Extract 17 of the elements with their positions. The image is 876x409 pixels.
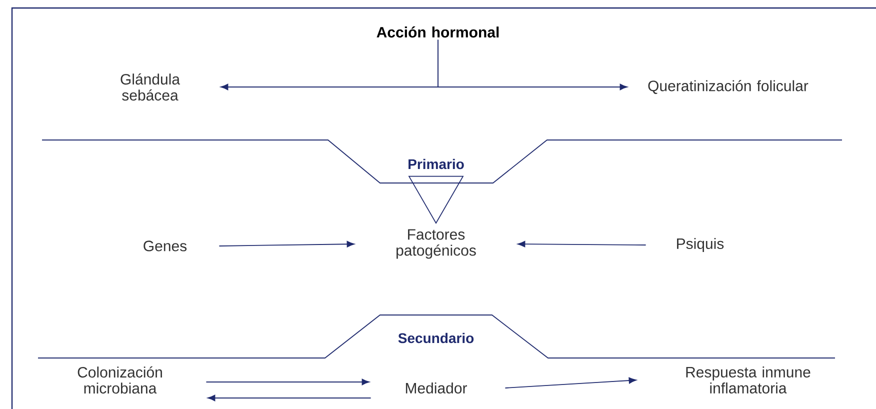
node-text: Respuesta inmune inflamatoria (686, 366, 810, 394)
arrow (208, 394, 372, 402)
node-text: Mediador (406, 382, 467, 394)
node-text: Glándula sebácea (120, 73, 180, 101)
node-text: Psiquis (677, 238, 724, 252)
arrow (218, 240, 354, 248)
arrow (438, 39, 628, 90)
arrow (504, 377, 636, 388)
stage-label: Secundario (398, 332, 474, 344)
node-text: Factores patogénicos (396, 229, 476, 259)
arrow (518, 240, 646, 248)
node-text: Genes (144, 240, 187, 252)
node-text: Queratinización folicular (648, 80, 808, 94)
arrow (206, 378, 370, 386)
stage-label: Primario (408, 158, 464, 170)
node-text: Colonización microbiana (78, 366, 162, 394)
heading-text: Acción hormonal (376, 26, 499, 38)
